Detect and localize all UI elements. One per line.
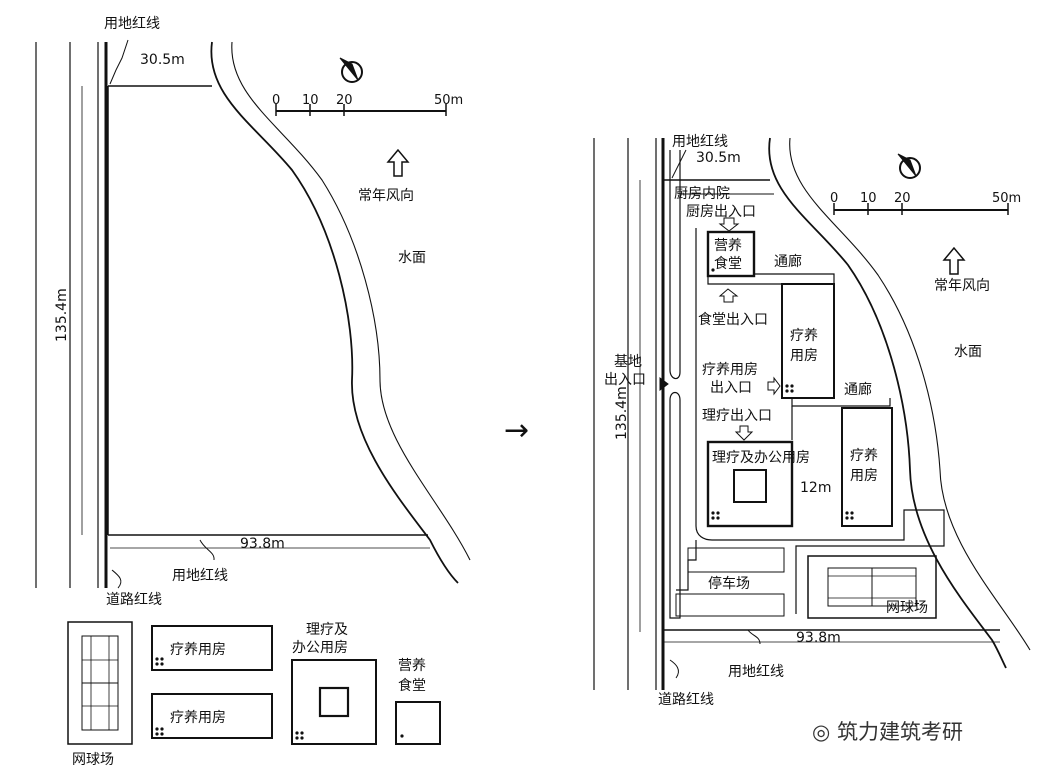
scale-tick-20: 20 xyxy=(336,93,353,108)
river-bank xyxy=(231,41,471,561)
site-line-label-bottom: 用地红线 xyxy=(728,664,784,680)
ward-entry-label-line2: 出入口 xyxy=(710,380,752,396)
stair-dots-right xyxy=(711,268,854,520)
corridor-lower xyxy=(791,398,891,407)
canteen-entry-label: 食堂出入口 xyxy=(698,311,768,328)
length-side-label: 135.4m xyxy=(54,288,70,342)
width-bottom-label: 93.8m xyxy=(240,536,285,552)
scale-tick-10: 10 xyxy=(302,93,319,108)
driveway xyxy=(669,150,681,380)
site-line-label-top: 用地红线 xyxy=(672,134,728,150)
scale-tick-50: 50m xyxy=(434,93,463,108)
transition-arrow-icon: → xyxy=(504,413,529,448)
north-arrow-icon xyxy=(897,153,921,179)
canteen-building xyxy=(706,230,756,278)
wind-arrow-icon xyxy=(942,246,966,275)
wind-label: 常年风向 xyxy=(358,188,414,204)
left-original-site xyxy=(35,39,471,589)
wechat-icon: ◎ xyxy=(812,720,831,744)
river-bank xyxy=(210,41,459,584)
scale-tick-0: 0 xyxy=(272,93,280,108)
right-proposed-site xyxy=(593,137,1031,690)
canteen-label-line1: 营养 xyxy=(714,238,742,254)
legend-therapy-label-line1: 理疗及 xyxy=(306,622,348,638)
watermark-text: 筑力建筑考研 xyxy=(837,720,964,744)
north-arrow-icon xyxy=(339,57,363,83)
corridor-upper-label: 通廊 xyxy=(774,253,802,270)
leader-line xyxy=(199,539,215,561)
internal-road xyxy=(695,228,945,614)
legend-canteen-label-line1: 营养 xyxy=(398,658,426,674)
leader-line xyxy=(747,629,761,645)
legend-canteen xyxy=(395,701,441,745)
width-top-label: 30.5m xyxy=(696,150,741,166)
site-line-label-bottom: 用地红线 xyxy=(172,568,228,584)
ward-upper-label-line2: 用房 xyxy=(790,348,818,364)
width-top-label: 30.5m xyxy=(140,52,185,68)
legend xyxy=(67,621,441,745)
legend-ward-1 xyxy=(151,625,273,671)
legend-ward1-label: 疗养用房 xyxy=(170,642,226,658)
therapy-entry-arrow-icon xyxy=(734,425,754,441)
parking-label: 停车场 xyxy=(708,575,750,592)
tennis-label: 网球场 xyxy=(886,600,928,616)
legend-therapy-building xyxy=(291,659,377,745)
ward-entry-label-line1: 疗养用房 xyxy=(702,362,758,378)
therapy-office-building xyxy=(706,440,794,528)
parking-stalls-lower xyxy=(675,593,785,617)
legend-ward2-label: 疗养用房 xyxy=(170,710,226,726)
corridor-lower-label: 通廊 xyxy=(844,381,872,398)
ward-upper-label-line1: 疗养 xyxy=(790,328,818,344)
leader-line xyxy=(109,39,129,85)
therapy-entry-label: 理疗出入口 xyxy=(702,408,772,424)
river-bank xyxy=(768,137,1007,669)
width-bottom-label: 93.8m xyxy=(796,630,841,646)
road-line-label: 道路红线 xyxy=(658,692,714,708)
stair-dots xyxy=(155,657,404,740)
legend-labels: 网球场 疗养用房 疗养用房 理疗及 办公用房 营养 食堂 xyxy=(72,622,426,768)
scale-tick-10: 10 xyxy=(860,191,877,206)
gap-dimension-label: 12m xyxy=(800,480,831,496)
driveway xyxy=(669,391,681,619)
kitchen-entry-label: 厨房出入口 xyxy=(686,204,756,220)
site-entry-label-line2: 出入口 xyxy=(604,372,646,388)
ward-upper-building xyxy=(781,283,835,399)
parking-stalls-upper xyxy=(687,547,785,573)
therapy-building-label: 理疗及办公用房 xyxy=(712,450,810,466)
kitchen-entry-arrow-icon xyxy=(718,217,740,232)
legend-canteen-label-line2: 食堂 xyxy=(398,677,426,694)
canteen-entry-arrow-icon xyxy=(718,288,739,303)
right-labels: 用地红线 30.5m 厨房内院 厨房出入口 营养 食堂 通廊 食堂出入口 疗养 … xyxy=(604,134,1021,708)
kitchen-yard-label: 厨房内院 xyxy=(674,186,730,202)
canteen-label-line2: 食堂 xyxy=(714,255,742,272)
road-line-label: 道路红线 xyxy=(106,592,162,608)
scale-tick-0: 0 xyxy=(830,191,838,206)
watermark: ◎ 筑力建筑考研 xyxy=(812,716,963,746)
site-line-label-top: 用地红线 xyxy=(104,16,160,32)
wind-label: 常年风向 xyxy=(934,278,990,294)
leader-line xyxy=(669,659,679,679)
tennis-court xyxy=(807,555,937,619)
water-label: 水面 xyxy=(398,250,426,266)
ward-lower-label-line1: 疗养 xyxy=(850,448,878,464)
ward-lower-label-line2: 用房 xyxy=(850,468,878,484)
water-label: 水面 xyxy=(954,344,982,360)
left-labels: 用地红线 30.5m 0 10 20 50m 常年风向 水面 135.4m 93… xyxy=(54,16,463,608)
wind-arrow-icon xyxy=(386,148,410,177)
ward-entry-arrow-icon xyxy=(767,376,781,396)
site-entry-label-line1: 基地 xyxy=(614,353,642,370)
leader-line xyxy=(671,149,687,179)
legend-tennis-label: 网球场 xyxy=(72,752,114,768)
river-bank xyxy=(789,137,1031,651)
legend-ward-2 xyxy=(151,693,273,739)
site-entry-arrow-icon xyxy=(659,377,669,391)
legend-tennis-court xyxy=(67,621,133,745)
scale-tick-20: 20 xyxy=(894,191,911,206)
legend-therapy-label-line2: 办公用房 xyxy=(292,640,348,656)
length-side-label: 135.4m xyxy=(614,386,630,440)
scale-tick-50: 50m xyxy=(992,191,1021,206)
leader-line xyxy=(111,569,122,589)
ward-lower-building xyxy=(841,407,893,527)
